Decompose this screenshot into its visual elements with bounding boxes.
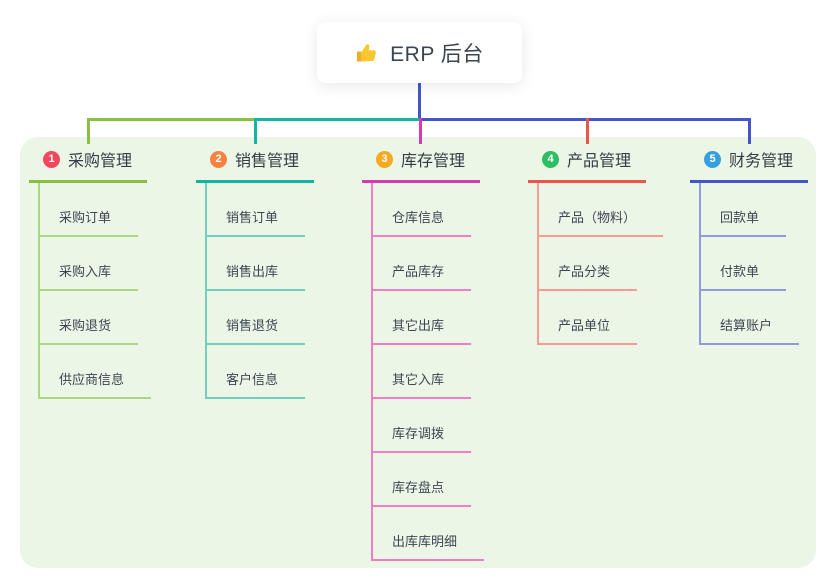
branch-sales-management: 2 销售管理 销售订单 销售出库 销售退货 客户信息 (196, 147, 376, 399)
child-label: 客户信息 (207, 369, 306, 399)
branch-node-product[interactable]: 4 产品管理 (528, 147, 646, 183)
branch-children: 仓库信息 产品库存 其它出库 其它入库 库存调拨 库存盘点 出库库明细 (371, 183, 542, 561)
branch-children: 销售订单 销售出库 销售退货 客户信息 (205, 183, 376, 399)
drop-line-product (586, 118, 589, 144)
child-node[interactable]: 采购入库 (40, 237, 209, 291)
branches-panel (20, 137, 816, 568)
child-node[interactable]: 供应商信息 (40, 345, 209, 399)
branch-label: 库存管理 (401, 153, 466, 170)
child-node[interactable]: 其它出库 (373, 291, 542, 345)
branch-inventory-management: 3 库存管理 仓库信息 产品库存 其它出库 其它入库 库存调拨 库存盘点 出库库… (362, 147, 542, 561)
child-node[interactable]: 销售订单 (207, 183, 376, 237)
bus-line-teal (256, 118, 421, 121)
child-label: 结算账户 (701, 315, 800, 345)
child-node[interactable]: 销售出库 (207, 237, 376, 291)
root-node-title: ERP 后台 (390, 42, 484, 66)
child-node[interactable]: 产品分类 (539, 237, 708, 291)
child-label: 销售出库 (207, 261, 306, 291)
bus-line-green (87, 118, 256, 121)
drop-line-sales (254, 118, 257, 144)
child-node[interactable]: 付款单 (701, 237, 839, 291)
branch-finance-management: 5 财务管理 回款单 付款单 结算账户 (690, 147, 839, 345)
child-label: 供应商信息 (40, 369, 152, 399)
child-label: 其它出库 (373, 315, 472, 345)
child-label: 其它入库 (373, 369, 472, 399)
root-node-erp[interactable]: ERP 后台 (317, 22, 522, 83)
branch-node-sales[interactable]: 2 销售管理 (196, 147, 314, 183)
child-label: 采购订单 (40, 207, 139, 237)
child-node[interactable]: 回款单 (701, 183, 839, 237)
child-label: 产品单位 (539, 315, 638, 345)
branch-label: 销售管理 (235, 153, 300, 170)
branch-purchase-management: 1 采购管理 采购订单 采购入库 采购退货 供应商信息 (29, 147, 209, 399)
child-node[interactable]: 采购退货 (40, 291, 209, 345)
child-node[interactable]: 库存调拨 (373, 399, 542, 453)
child-node[interactable]: 产品单位 (539, 291, 708, 345)
root-stem-line (418, 83, 421, 120)
child-node[interactable]: 采购订单 (40, 183, 209, 237)
child-node[interactable]: 结算账户 (701, 291, 839, 345)
branch-label: 采购管理 (68, 153, 133, 170)
branch-children: 采购订单 采购入库 采购退货 供应商信息 (38, 183, 209, 399)
child-label: 库存盘点 (373, 477, 472, 507)
child-node[interactable]: 销售退货 (207, 291, 376, 345)
child-label: 采购退货 (40, 315, 139, 345)
child-node[interactable]: 产品（物料） (539, 183, 708, 237)
drop-line-finance (748, 118, 751, 144)
badge-4: 4 (542, 150, 559, 168)
child-node[interactable]: 其它入库 (373, 345, 542, 399)
child-label: 库存调拨 (373, 423, 472, 453)
child-label: 产品（物料） (539, 207, 664, 237)
child-label: 销售订单 (207, 207, 306, 237)
thumbs-up-icon (357, 43, 377, 61)
badge-1: 1 (43, 150, 60, 168)
child-node[interactable]: 库存盘点 (373, 453, 542, 507)
child-label: 产品分类 (539, 261, 638, 291)
drop-line-purchase (87, 118, 90, 144)
drop-line-inventory (419, 118, 422, 144)
child-label: 采购入库 (40, 261, 139, 291)
child-node[interactable]: 出库库明细 (373, 507, 542, 561)
child-label: 回款单 (701, 207, 787, 237)
child-node[interactable]: 仓库信息 (373, 183, 542, 237)
branch-children: 回款单 付款单 结算账户 (699, 183, 839, 345)
child-node[interactable]: 产品库存 (373, 237, 542, 291)
branch-node-purchase[interactable]: 1 采购管理 (29, 147, 147, 183)
branch-node-finance[interactable]: 5 财务管理 (690, 147, 808, 183)
child-label: 付款单 (701, 261, 787, 291)
badge-5: 5 (704, 150, 721, 168)
branch-children: 产品（物料） 产品分类 产品单位 (537, 183, 708, 345)
child-label: 出库库明细 (373, 531, 485, 561)
badge-2: 2 (210, 150, 227, 168)
branch-product-management: 4 产品管理 产品（物料） 产品分类 产品单位 (528, 147, 708, 345)
branch-node-inventory[interactable]: 3 库存管理 (362, 147, 480, 183)
child-label: 产品库存 (373, 261, 472, 291)
branch-label: 产品管理 (567, 153, 632, 170)
child-label: 销售退货 (207, 315, 306, 345)
badge-3: 3 (376, 150, 393, 168)
branch-label: 财务管理 (729, 153, 794, 170)
child-label: 仓库信息 (373, 207, 472, 237)
child-node[interactable]: 客户信息 (207, 345, 376, 399)
